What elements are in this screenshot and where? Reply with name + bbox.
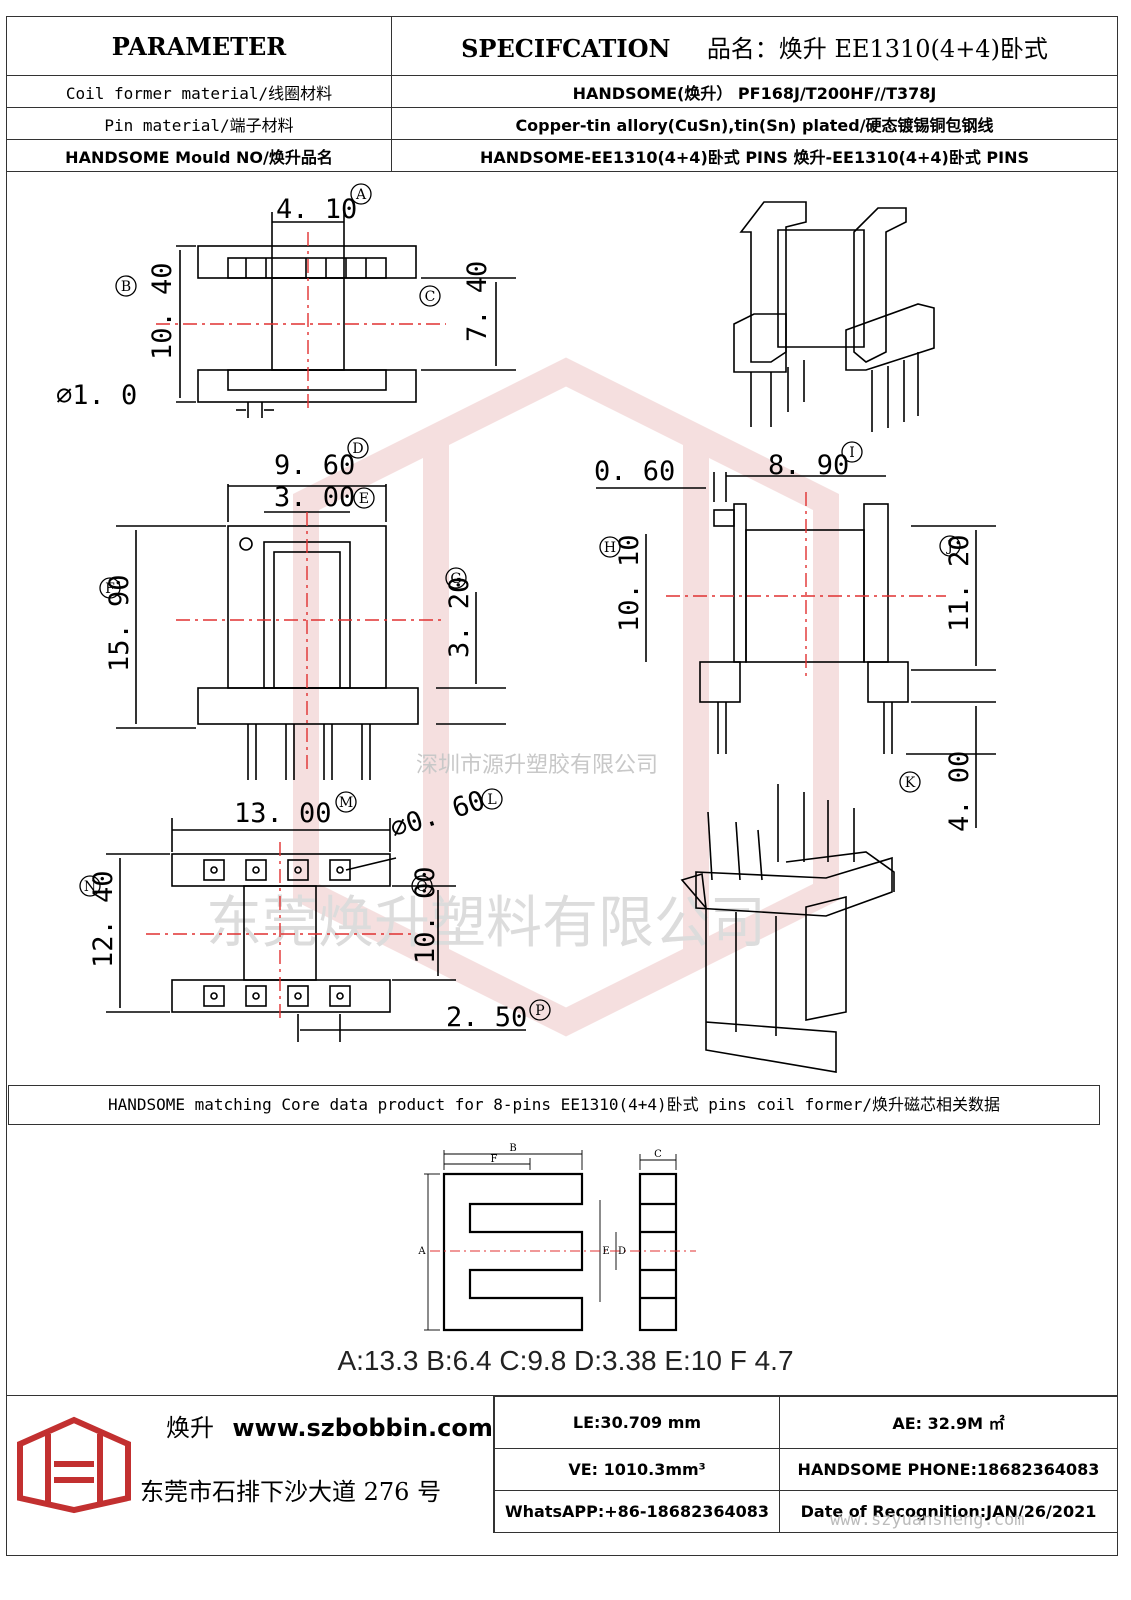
label-m: M [339,795,353,811]
company-logo-icon [17,1416,131,1514]
circled-letter-text: A B C D E F G H I J K L M N O P [84,187,953,1019]
label-i: I [849,445,855,461]
dim-c: 7. 40 [462,261,493,342]
label-b: B [121,279,131,295]
bottom-view [106,818,526,1042]
pin-material-value: Copper-tin allory(CuSn),tin(Sn) plated/硬… [391,107,1118,140]
label-j: J [945,539,953,555]
dim-o: 10. 00 [410,866,441,964]
core-diagram: B F A C E D [417,1143,696,1332]
dim-h: 10. 10 [614,534,645,632]
watermark-logo [293,357,839,1037]
core-values: A:13.3 B:6.4 C:9.8 D:3.38 E:10 F 4.7 [337,1345,794,1376]
label-k: K [905,775,916,791]
label-c: C [425,289,436,305]
label-g: G [450,571,461,587]
core-label-d: D [618,1246,626,1257]
label-h: H [604,540,616,556]
mould-no-value: HANDSOME-EE1310(4+4)卧式 PINS 焕升-EE1310(4+… [391,139,1118,172]
company-address: 东莞市石排下沙大道 276 号 [140,1478,442,1506]
le-cell: LE:30.709 mm [494,1396,780,1449]
label-a: A [355,187,367,203]
brand-name: 焕升 [166,1414,214,1442]
label-l: L [487,792,496,808]
whatsapp-cell: WhatsAPP:+86-18682364083 [494,1489,780,1534]
website-link[interactable]: www.szbobbin.com [232,1414,493,1442]
dim-pin-diameter: ⌀1. 0 [56,380,137,411]
dim-k: 4. 00 [944,751,975,832]
side-view [596,472,996,828]
dim-g: 3. 20 [444,577,475,658]
circled-letters [79,183,961,1021]
footer-brand-panel: 焕升 www.szbobbin.com 东莞市石排下沙大道 276 号 [6,1396,494,1533]
specification-label: SPECIFCATION [461,33,671,63]
product-name: 品名：焕升 EE1310(4+4)卧式 [706,34,1048,63]
mould-no-label: HANDSOME Mould NO/焕升品名 [6,139,392,172]
dim-a: 4. 10 [276,194,357,225]
coil-material-value: HANDSOME(焕升） PF168J/T200HF//T378J [391,75,1118,108]
core-label-b: B [509,1143,516,1154]
ve-cell: VE: 1010.3mm³ [494,1447,780,1491]
footer-data-table: LE:30.709 mm AE: 32.9M ㎡ VE: 1010.3mm³ H… [494,1396,1118,1534]
date-cell: Date of Recognition:JAN/26/2021 [779,1489,1118,1534]
footer: 焕升 www.szbobbin.com 东莞市石排下沙大道 276 号 LE:3… [6,1395,1118,1534]
specification-heading: SPECIFCATION 品名：焕升 EE1310(4+4)卧式 [391,16,1118,76]
core-label-e: E [602,1246,609,1257]
core-label-a: A [417,1246,426,1257]
phone-cell: HANDSOME PHONE:18682364083 [779,1447,1118,1491]
label-o: O [416,879,427,895]
core-label-c: C [654,1149,662,1160]
iso-view-top [733,201,935,432]
ae-cell: AE: 32.9M ㎡ [779,1396,1118,1449]
core-label-f: F [491,1154,498,1165]
brand-line: 焕升 www.szbobbin.com [166,1408,493,1443]
spec-header-table: PARAMETER SPECIFCATION 品名：焕升 EE1310(4+4)… [6,16,1118,172]
label-n: N [84,879,96,895]
dim-p: 2. 50 [446,1002,527,1033]
watermark-url: www.szyuansheng.com [830,1510,1025,1530]
label-f: F [105,581,115,597]
pin-material-label: Pin material/端子材料 [6,107,392,140]
parameter-heading: PARAMETER [6,16,392,76]
bobbin-technical-drawing: 深圳市源升塑胶有限公司 东莞焕升塑料有限公司 [56,183,996,1073]
dim-e: 3. 00 [274,482,355,513]
iso-view-bottom [680,784,895,1073]
label-e: E [359,491,369,507]
dim-i: 8. 90 [768,450,849,481]
coil-material-label: Coil former material/线圈材料 [6,75,392,108]
label-p: P [535,1003,544,1019]
dim-b: 10. 40 [147,262,178,360]
core-data-title: HANDSOME matching Core data product for … [8,1085,1100,1125]
watermark-small-text: 深圳市源升塑胶有限公司 [416,753,658,778]
dim-d: 9. 60 [274,450,355,481]
dim-m: 13. 00 [234,798,332,829]
watermark-large-text: 东莞焕升塑料有限公司 [206,891,766,956]
dim-n: 12. 40 [88,870,119,968]
dim-offset: 0. 60 [594,456,675,487]
label-d: D [352,441,363,457]
centerlines [146,232,946,1022]
